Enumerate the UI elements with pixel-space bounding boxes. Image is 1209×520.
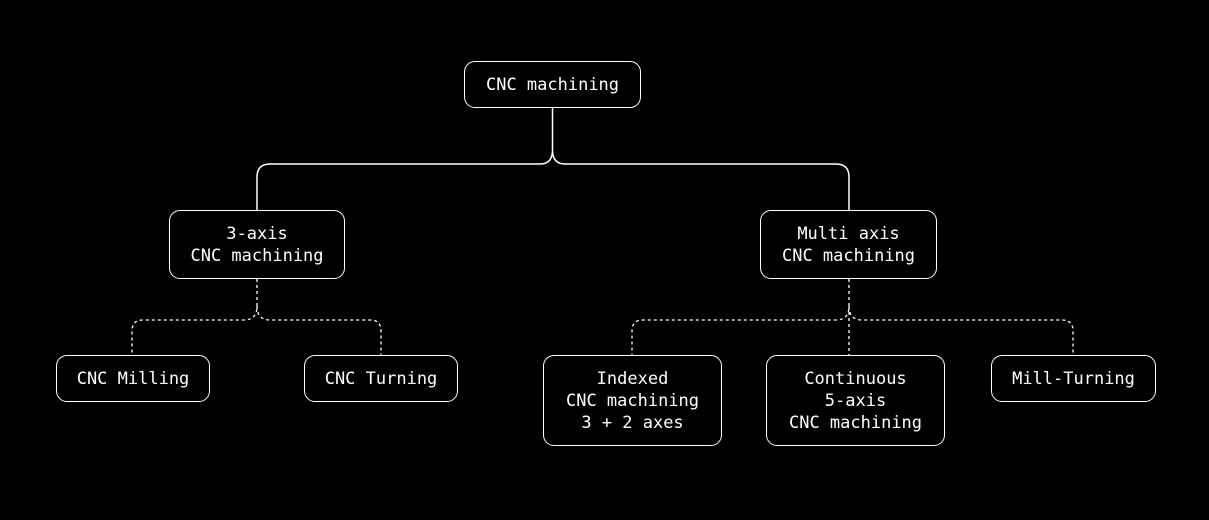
root-connector bbox=[256, 108, 850, 210]
node-mill-turning: Mill-Turning bbox=[991, 355, 1156, 402]
node-label: CNC machining bbox=[485, 74, 620, 95]
node-indexed-cnc-machining: Indexed CNC machining 3 + 2 axes bbox=[543, 355, 722, 446]
node-cnc-turning: CNC Turning bbox=[304, 355, 458, 402]
node-label: CNC Milling bbox=[76, 368, 190, 389]
node-label: 3 + 2 axes bbox=[581, 412, 684, 433]
node-3-axis-cnc-machining: 3-axis CNC machining bbox=[169, 210, 345, 279]
node-label: 5-axis bbox=[824, 390, 887, 411]
node-label: CNC Turning bbox=[324, 368, 438, 389]
node-label: CNC machining bbox=[788, 412, 923, 433]
three-axis-connector bbox=[131, 279, 382, 355]
node-label: Multi axis bbox=[797, 223, 900, 244]
node-continuous-5-axis-cnc-machining: Continuous 5-axis CNC machining bbox=[766, 355, 945, 446]
node-multi-axis-cnc-machining: Multi axis CNC machining bbox=[760, 210, 937, 279]
node-label: Continuous bbox=[804, 368, 907, 389]
node-label: Mill-Turning bbox=[1012, 368, 1135, 389]
node-label: CNC machining bbox=[190, 245, 324, 266]
node-label: Indexed bbox=[596, 368, 669, 389]
node-cnc-machining: CNC machining bbox=[464, 61, 641, 108]
node-cnc-milling: CNC Milling bbox=[56, 355, 210, 402]
node-label: CNC machining bbox=[781, 245, 916, 266]
multi-axis-connector bbox=[631, 279, 1074, 355]
node-label: 3-axis bbox=[226, 223, 288, 244]
node-label: CNC machining bbox=[565, 390, 700, 411]
